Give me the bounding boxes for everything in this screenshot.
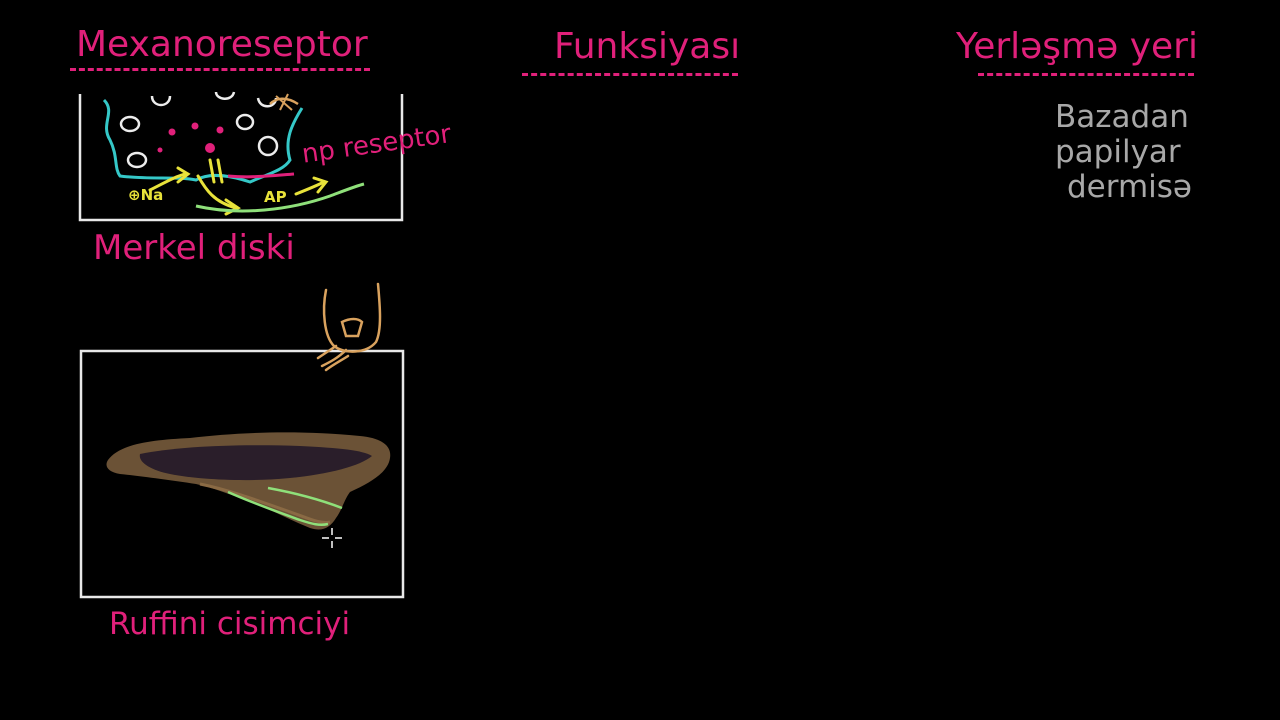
merkel-mark-na: ⊕Na xyxy=(128,186,164,204)
header-yerlesme-yeri: Yerləşmə yeri xyxy=(956,26,1198,67)
header-underline-3 xyxy=(978,73,1194,76)
merkel-disk-label: Merkel diski xyxy=(93,228,295,268)
header-funksiyasi: Funksiyası xyxy=(554,26,741,67)
location-note-line-1: Bazadan xyxy=(1055,99,1189,135)
location-note: Bazadan papilyar dermisə xyxy=(1055,100,1192,205)
ruffini-corpuscle-label: Ruffini cisimciyi xyxy=(109,606,351,642)
location-note-line-3: dermisə xyxy=(1067,169,1192,205)
header-underline-2 xyxy=(522,73,738,76)
merkel-panel xyxy=(78,91,404,222)
ruffini-panel xyxy=(79,349,405,599)
header-mexanoreseptor: Mexanoreseptor xyxy=(76,24,368,65)
finger-press-icon xyxy=(316,282,382,372)
ruffini-tissue-image xyxy=(106,432,391,530)
crosshair-cursor-icon xyxy=(322,528,342,548)
header-underline-1 xyxy=(70,68,370,71)
location-note-line-2: papilyar xyxy=(1055,134,1181,170)
merkel-cell-outline xyxy=(102,98,304,184)
merkel-mark-ap: AP xyxy=(264,188,287,206)
